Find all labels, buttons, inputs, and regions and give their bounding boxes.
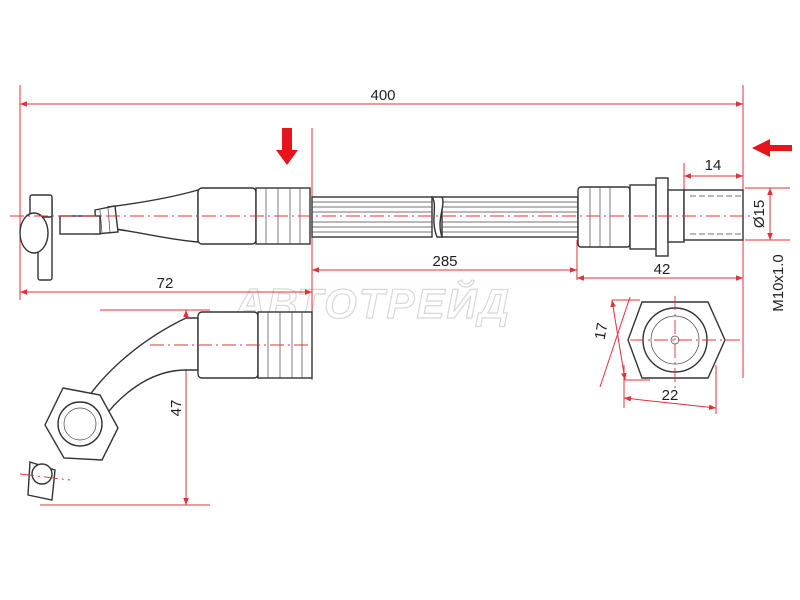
dimension-thread-size: M10x1.0	[770, 254, 787, 312]
dim-overall-length: 400	[370, 87, 395, 104]
dimension-diameter: Ø15	[751, 188, 773, 240]
dim-hose-length: 285	[432, 253, 457, 270]
hose-assembly-top	[10, 177, 752, 281]
dim-thread-size: M10x1.0	[770, 254, 787, 312]
dim-diameter: Ø15	[751, 200, 768, 228]
dimension-left-offset: 72	[20, 275, 312, 295]
hose-end-side-view	[19, 311, 313, 501]
dim-bend-height: 47	[168, 400, 185, 417]
dimension-hose: 285	[312, 253, 577, 273]
dim-thread-length: 14	[705, 157, 722, 174]
fitting-end-view	[627, 296, 740, 392]
dimension-overall: 400	[20, 87, 743, 107]
dim-nut-height: 17	[592, 322, 612, 341]
view-arrow-left-icon	[752, 139, 792, 157]
dim-nut-width: 22	[662, 387, 679, 404]
dimension-thread-length: 14	[684, 157, 743, 179]
view-arrow-down-icon	[276, 128, 298, 165]
dim-left-offset: 72	[157, 275, 174, 292]
dimension-right-fitting: 42	[577, 261, 743, 281]
dim-right-fitting: 42	[654, 261, 671, 278]
dimension-nut-width: 22	[623, 365, 717, 414]
dimension-nut-height: 17	[592, 296, 650, 388]
